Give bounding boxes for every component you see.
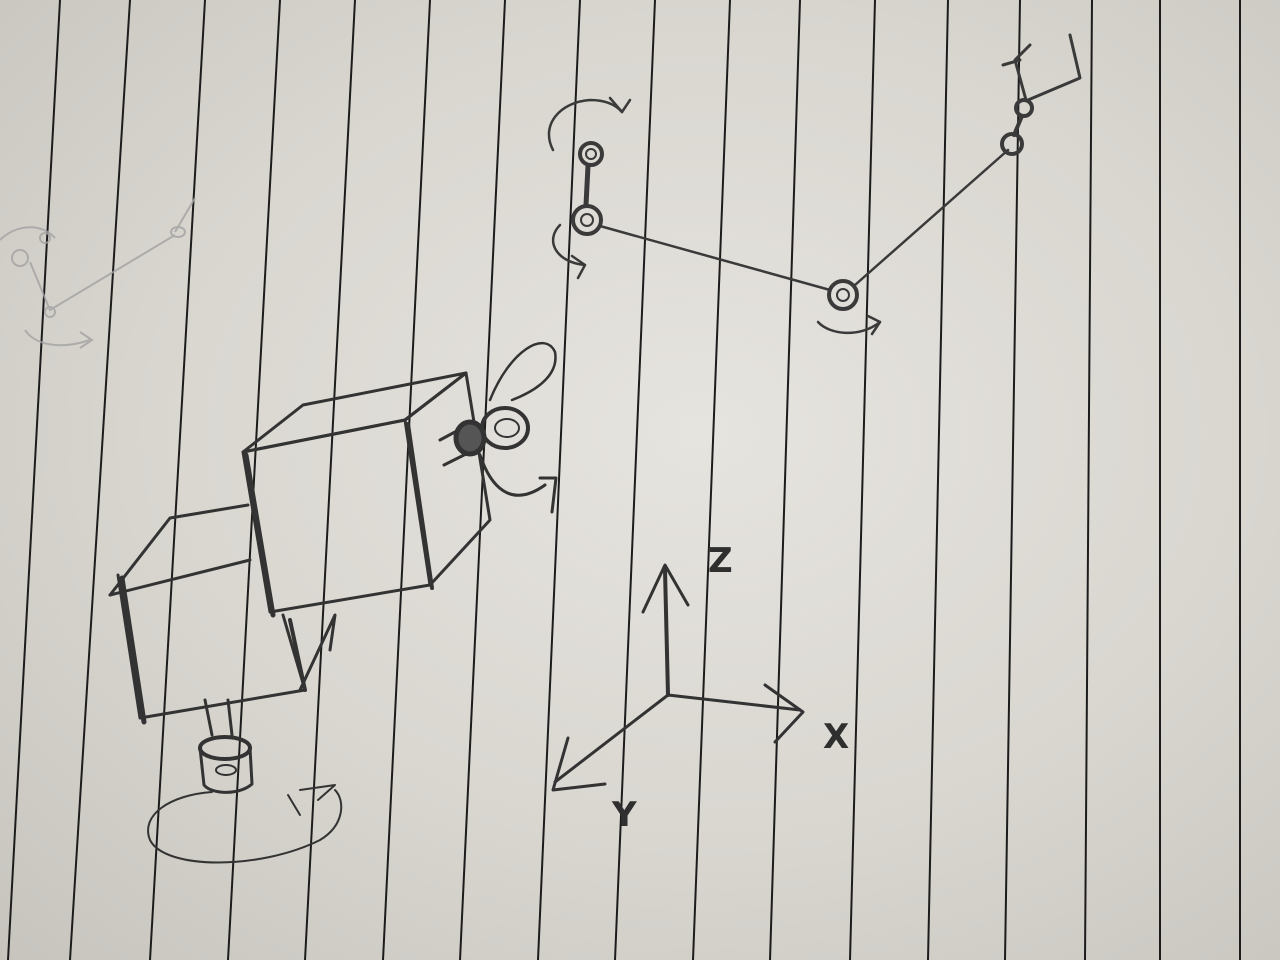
curved-arrow-icon	[547, 96, 632, 152]
rule-line	[304, 0, 356, 960]
small-cube-front-face	[116, 573, 307, 720]
gripper-icon	[1001, 33, 1082, 102]
y-axis-label: Y	[611, 795, 637, 835]
base-joint-cylinder	[198, 698, 254, 794]
rule-line	[1084, 0, 1093, 960]
y-arrowhead	[551, 736, 607, 792]
rule-line	[537, 0, 581, 960]
curved-arrow-icon	[488, 341, 557, 402]
small-cube-top-edge	[108, 503, 250, 597]
joint-circle-icon	[578, 141, 604, 167]
x-arrowhead	[763, 683, 805, 744]
x-axis-label: X	[823, 717, 849, 757]
rule-line	[227, 0, 281, 960]
coordinate-frame	[551, 563, 805, 792]
z-axis	[663, 568, 670, 697]
rule-line	[382, 0, 431, 960]
arm-link-fore	[853, 148, 1010, 287]
y-axis	[553, 693, 670, 784]
wrist-joint-cylinder	[438, 406, 530, 467]
curved-arrow-icon	[478, 453, 558, 514]
curved-arrow-icon	[551, 223, 587, 280]
notebook-rule-lines	[7, 0, 1241, 960]
joint-circle-icon	[571, 204, 603, 236]
robot-arm-sketch	[547, 33, 1082, 336]
z-axis-label: Z	[708, 541, 733, 581]
rule-line	[849, 0, 876, 960]
rule-line	[692, 0, 731, 960]
rule-line	[614, 0, 656, 960]
curved-arrow-icon	[147, 784, 343, 864]
arm-link-upper	[598, 224, 832, 292]
rule-line	[769, 0, 801, 960]
curved-arrow-icon	[816, 314, 882, 336]
wrist-cube-sketch	[108, 341, 558, 864]
x-axis	[666, 693, 802, 712]
z-arrowhead	[641, 563, 690, 614]
rule-line	[7, 0, 61, 960]
rule-line	[149, 0, 206, 960]
joint-circle-icon	[827, 279, 859, 311]
faint-erased-arm-sketch	[0, 197, 196, 349]
cube-top-face	[241, 371, 468, 454]
arm-link-top	[583, 163, 591, 208]
rule-line	[69, 0, 131, 960]
rule-line	[927, 0, 949, 960]
rule-line	[1004, 0, 1021, 960]
